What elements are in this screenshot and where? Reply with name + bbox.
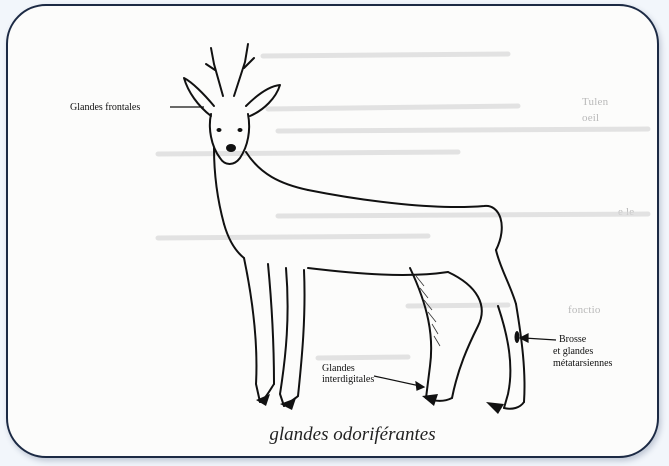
arrow-interdigital — [416, 382, 424, 390]
metatarsal-gland-mark — [515, 331, 520, 343]
roe-deer-illustration — [8, 6, 659, 458]
diagram-frame: Tulen oeil e le fonctio — [6, 4, 659, 458]
leg-hatching — [416, 276, 440, 346]
pointer-metatarsal — [524, 338, 556, 340]
pointer-interdigital — [374, 376, 420, 386]
bleed-lines — [158, 54, 648, 358]
label-metatarsal-line1: Brosse — [559, 334, 586, 345]
label-metatarsal-line3: métatarsiennes — [553, 358, 612, 369]
label-frontal-glands: Glandes frontales — [70, 102, 140, 113]
label-metatarsal-line2: et glandes — [553, 346, 593, 357]
diagram-caption: glandes odoriférantes — [8, 424, 657, 446]
deer-body — [184, 44, 525, 409]
label-interdigital-glands-line2: interdigitales — [322, 374, 374, 385]
label-interdigital-glands-line1: Glandes — [322, 363, 355, 374]
